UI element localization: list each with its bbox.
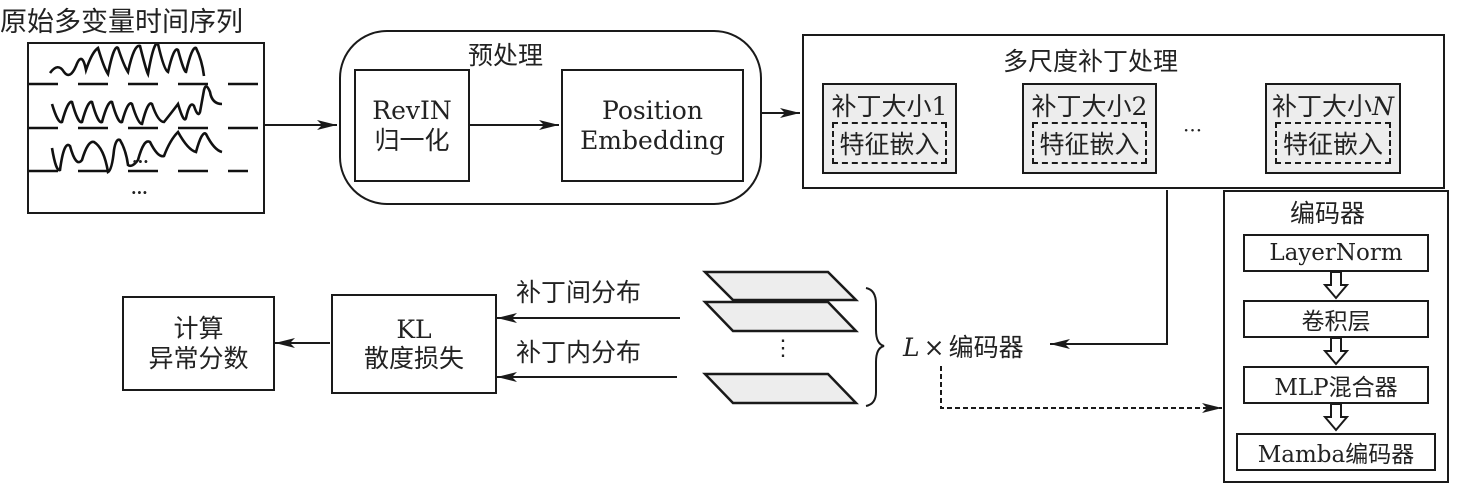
patch-size-2-block[interactable]: 补丁大小2 特征嵌入 (1022, 83, 1157, 174)
multiscale-title: 多尺度补丁处理 (1003, 47, 1179, 76)
kl-label: KL (396, 314, 432, 344)
embedding-label: Embedding (580, 125, 725, 155)
encoder-stack-label: L×编码器 (903, 328, 1024, 364)
layers-vdots: ⋮ (772, 336, 794, 361)
revin-label: RevIN (372, 96, 452, 125)
anomaly-score-label: 异常分数 (148, 343, 249, 373)
compute-label: 计算 (173, 314, 224, 343)
time-series-waves (28, 42, 258, 174)
ellipsis-bottom: ··· (131, 183, 148, 202)
kl-sub-label: 散度损失 (363, 344, 464, 373)
layer-sheet-2 (702, 300, 859, 333)
position-embedding-block[interactable]: Position Embedding (561, 69, 744, 182)
ellipsis-inline: ··· (132, 152, 149, 171)
anomaly-score-block[interactable]: 计算 异常分数 (122, 296, 275, 391)
encoder-stack-text: 编码器 (948, 333, 1024, 362)
input-series-box[interactable] (27, 42, 265, 214)
patch-size-n-block[interactable]: 补丁大小N 特征嵌入 (1265, 83, 1401, 174)
input-title: 原始多变量时间序列 (0, 7, 243, 38)
inter-patch-distribution-label: 补丁间分布 (516, 278, 642, 307)
encoder-layer-stack: LayerNorm 卷积层 MLP混合器 Mamba编码器 (1223, 190, 1449, 483)
curly-brace (865, 287, 885, 407)
patches-ellipsis: ··· (1183, 118, 1203, 142)
mamba-encoder-block[interactable]: Mamba编码器 (1236, 433, 1436, 471)
patch-size-1-label: 补丁大小1 (831, 92, 948, 121)
feature-embedding-2: 特征嵌入 (1032, 122, 1147, 164)
layernorm-block[interactable]: LayerNorm (1243, 234, 1429, 272)
layer-sheet-n (702, 372, 859, 405)
preprocess-title: 预处理 (468, 41, 544, 70)
patch-size-n-label: 补丁大小N (1272, 92, 1394, 121)
kl-divergence-loss-block[interactable]: KL 散度损失 (331, 294, 497, 394)
preprocess-group (339, 30, 762, 205)
position-label: Position (602, 96, 703, 125)
dashed-arrow-to-encoder-detail (940, 366, 1222, 413)
mlp-mixer-block[interactable]: MLP混合器 (1243, 366, 1429, 404)
conv-layer-block[interactable]: 卷积层 (1243, 300, 1429, 338)
times-symbol: × (923, 333, 945, 362)
layer-sheet-1 (701, 270, 860, 302)
feature-embedding-n: 特征嵌入 (1275, 122, 1391, 164)
feature-embedding-1: 特征嵌入 (832, 122, 947, 164)
revin-normalization-block[interactable]: RevIN 归一化 (354, 69, 470, 182)
layer-count-variable: L (903, 333, 920, 362)
patch-size-n-variable: N (1372, 92, 1394, 121)
patch-size-2-label: 补丁大小2 (1031, 92, 1148, 121)
encoder-detail-title: 编码器 (1290, 199, 1366, 228)
arrow-multiscale-to-encoder-stack (1050, 190, 1168, 349)
patch-size-1-block[interactable]: 补丁大小1 特征嵌入 (822, 83, 957, 174)
intra-patch-distribution-label: 补丁内分布 (516, 338, 642, 367)
revin-sub-label: 归一化 (374, 125, 450, 155)
